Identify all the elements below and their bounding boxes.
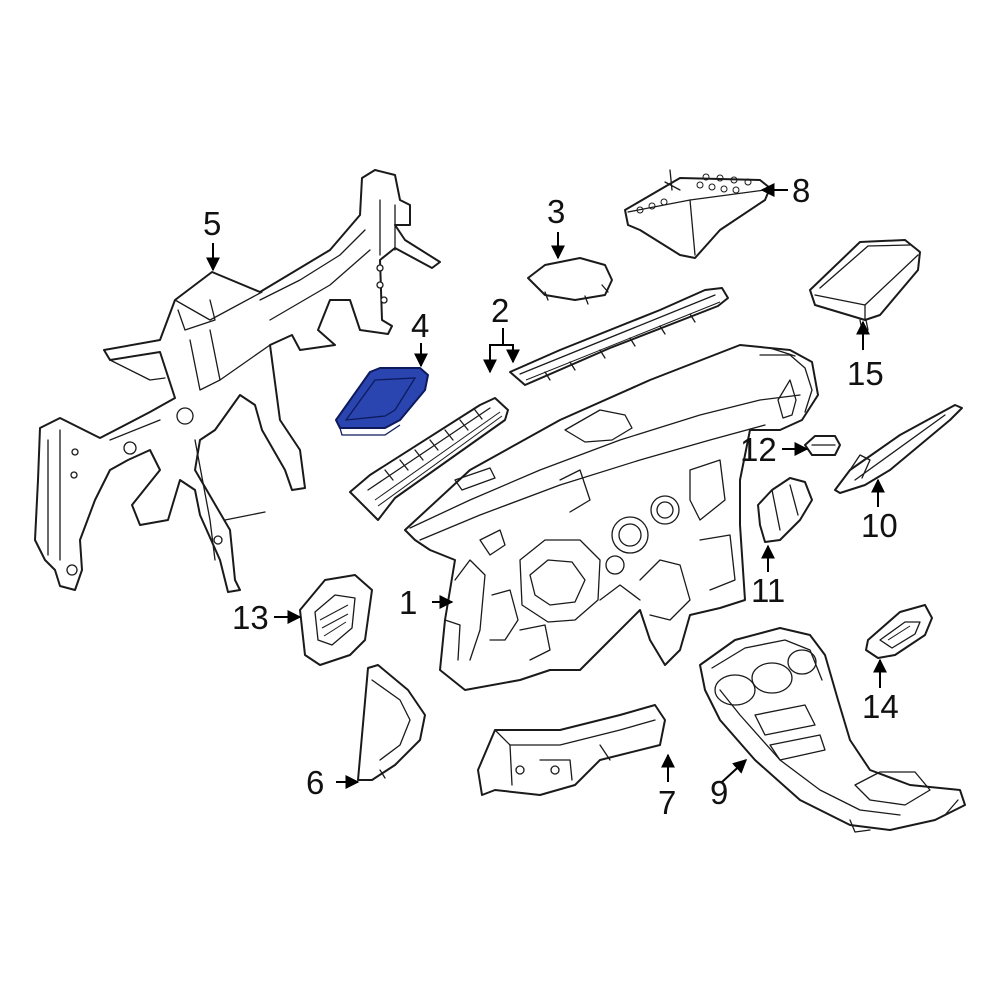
callout-11: 11 <box>751 572 785 609</box>
leader-lines <box>206 183 887 789</box>
part-6-side-cover[interactable] <box>357 664 426 781</box>
callout-labels: 1 2 3 4 5 6 7 8 9 10 11 12 13 14 15 <box>203 172 899 821</box>
part-3-cover[interactable] <box>527 257 613 305</box>
callout-9: 9 <box>710 774 728 811</box>
callout-1: 1 <box>399 584 417 621</box>
part-14-switch-panel[interactable] <box>865 604 933 659</box>
leader-9 <box>721 759 748 783</box>
callout-14: 14 <box>862 688 899 725</box>
callout-15: 15 <box>847 355 884 392</box>
callout-10: 10 <box>861 507 898 544</box>
part-2-upper-cover-trims[interactable] <box>349 287 729 521</box>
callout-5: 5 <box>203 205 221 242</box>
part-8-module-bracket[interactable] <box>624 169 771 259</box>
part-12-clip[interactable] <box>804 435 841 456</box>
callout-13: 13 <box>232 599 269 636</box>
callout-4: 4 <box>411 307 429 344</box>
callout-12: 12 <box>740 431 777 468</box>
part-15-module-box[interactable] <box>809 239 921 331</box>
callout-8: 8 <box>792 172 810 209</box>
callout-2: 2 <box>491 292 509 329</box>
part-5-reinforcement-beam[interactable] <box>34 169 441 593</box>
callout-3: 3 <box>547 193 565 230</box>
leader-2b <box>503 344 520 364</box>
part-4-highlighted-component[interactable] <box>335 367 429 436</box>
part-11-bracket[interactable] <box>757 477 813 543</box>
part-1-instrument-panel[interactable] <box>404 344 819 691</box>
part-9-center-console[interactable] <box>699 627 966 833</box>
leader-2 <box>483 328 504 374</box>
part-13-vent[interactable] <box>299 574 373 666</box>
callout-7: 7 <box>658 784 676 821</box>
part-7-lower-bracket[interactable] <box>477 704 666 796</box>
callout-6: 6 <box>306 764 324 801</box>
part-10-end-trim[interactable] <box>834 404 963 494</box>
